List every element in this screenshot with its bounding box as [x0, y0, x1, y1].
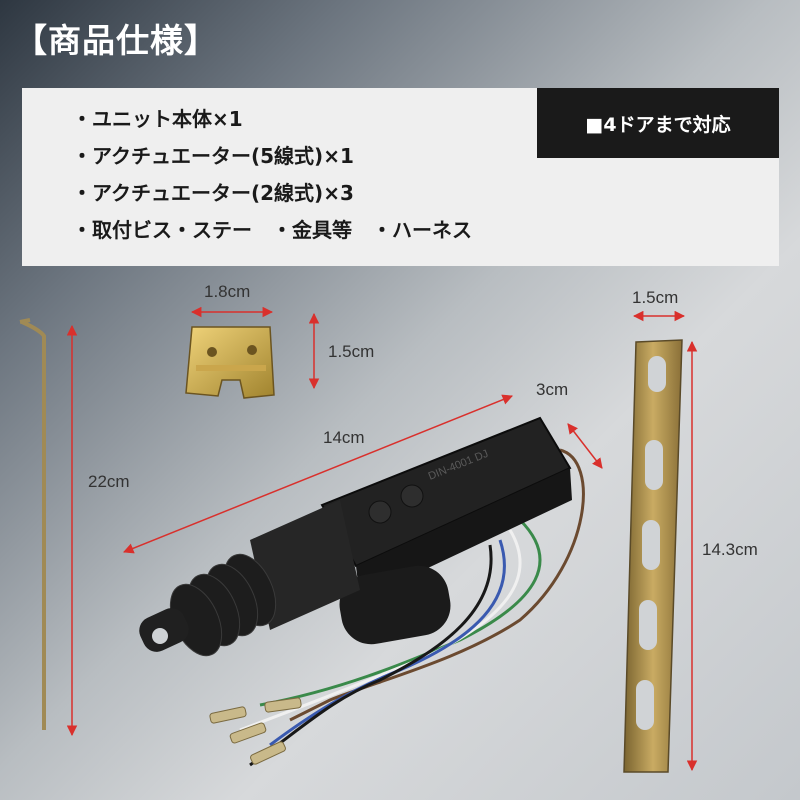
actuator-rod — [19, 318, 46, 730]
spec-list: ユニット本体×1 アクチュエーター(5線式)×1 アクチュエーター(2線式)×3… — [72, 106, 472, 254]
mounting-bracket — [185, 326, 275, 399]
mounting-stay — [623, 339, 683, 773]
actuator-width-label: 3cm — [536, 380, 569, 399]
bracket-height-label: 1.5cm — [328, 342, 375, 361]
door-support-badge: ■4ドアまで対応 — [537, 88, 779, 158]
stay-width-label: 1.5cm — [632, 288, 679, 307]
actuator-length-label: 14cm — [323, 428, 365, 447]
bracket-width-label: 1.8cm — [204, 282, 251, 301]
stay-length-label: 14.3cm — [702, 540, 758, 559]
wire-terminals — [209, 697, 302, 765]
actuator-length-arrow — [123, 394, 513, 554]
spec-item-actuator-2wire: アクチュエーター(2線式)×3 — [72, 180, 472, 217]
spec-item-accessories: 取付ビス・ステー ・金具等 ・ハーネス — [72, 217, 472, 254]
spec-item-unit: ユニット本体×1 — [72, 106, 472, 143]
page-title: 【商品仕様】 — [14, 21, 218, 60]
rod-length-label: 22cm — [88, 472, 130, 491]
actuator-width-arrow — [567, 423, 603, 469]
spec-item-actuator-5wire: アクチュエーター(5線式)×1 — [72, 143, 472, 180]
spec-panel: ユニット本体×1 アクチュエーター(5線式)×1 アクチュエーター(2線式)×3… — [22, 88, 779, 266]
actuator-wires — [239, 448, 585, 767]
